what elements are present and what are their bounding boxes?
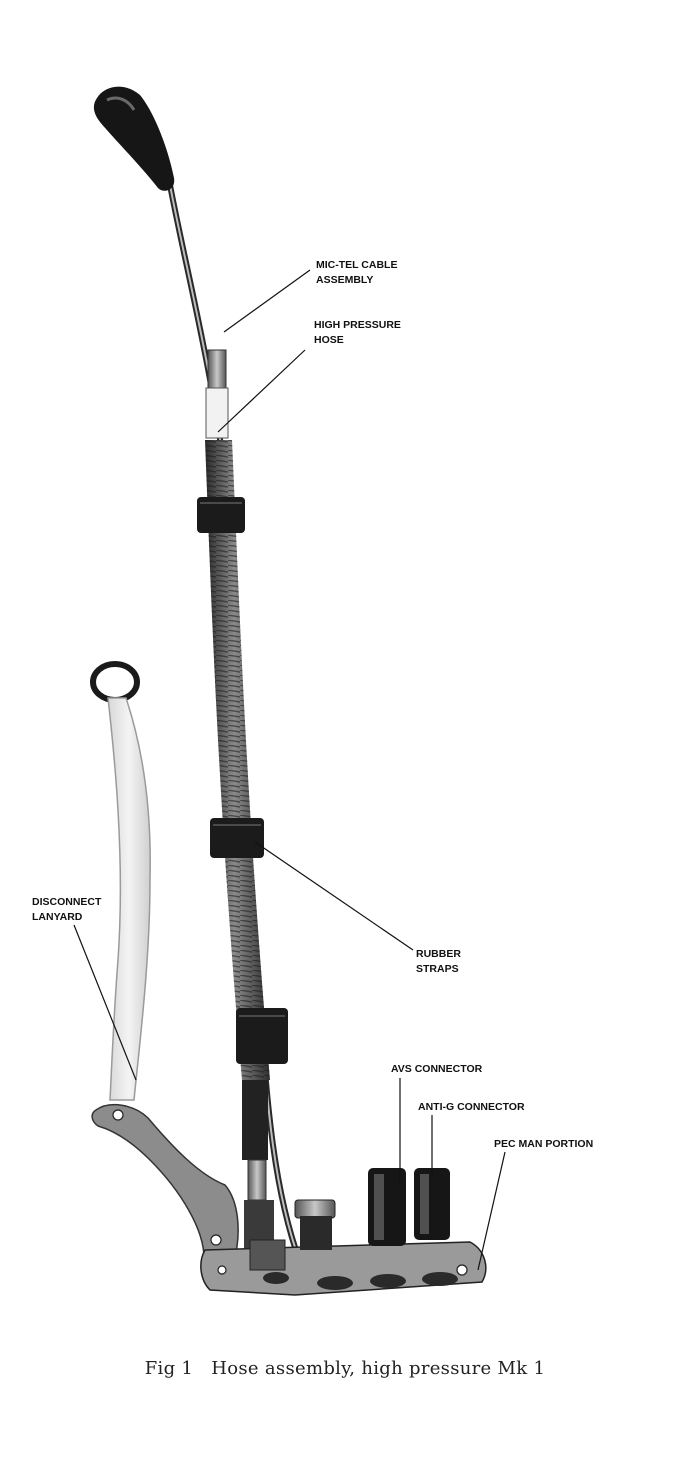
mic-tel-socket (294, 1199, 336, 1250)
rubber-strap-upper (197, 497, 245, 533)
label-high-pressure-hose: HIGH PRESSURE HOSE (314, 319, 404, 346)
leader-rubber-straps (254, 841, 414, 951)
leader-high-pressure-hose (217, 349, 306, 433)
label-rubber-straps: RUBBER STRAPS (416, 948, 464, 975)
label-pec-man-portion: PEC MAN PORTION (494, 1138, 593, 1150)
figure-caption: Fig 1 Hose assembly, high pressure Mk 1 (144, 1358, 546, 1379)
disconnect-lever (91, 1103, 239, 1270)
leader-mic-tel-cable (223, 269, 311, 333)
leader-lines (73, 269, 506, 1271)
pec-man-portion (200, 1239, 487, 1296)
label-anti-g-connector: ANTI-G CONNECTOR (418, 1101, 525, 1113)
label-mic-tel-cable: MIC-TEL CABLE ASSEMBLY (316, 259, 400, 286)
leader-disconnect-lanyard (73, 924, 137, 1081)
high-pressure-hose (205, 349, 274, 1250)
cable-plug (93, 86, 175, 191)
label-disconnect-lanyard: DISCONNECT LANYARD (32, 896, 104, 923)
rubber-strap-middle (210, 818, 264, 858)
anti-g-connector (414, 1168, 450, 1240)
avs-connector (368, 1168, 406, 1246)
leader-pec-man-portion (477, 1151, 506, 1271)
rubber-strap-lower (236, 1008, 288, 1064)
disconnect-lanyard (90, 661, 151, 1101)
label-avs-connector: AVS CONNECTOR (391, 1063, 483, 1075)
